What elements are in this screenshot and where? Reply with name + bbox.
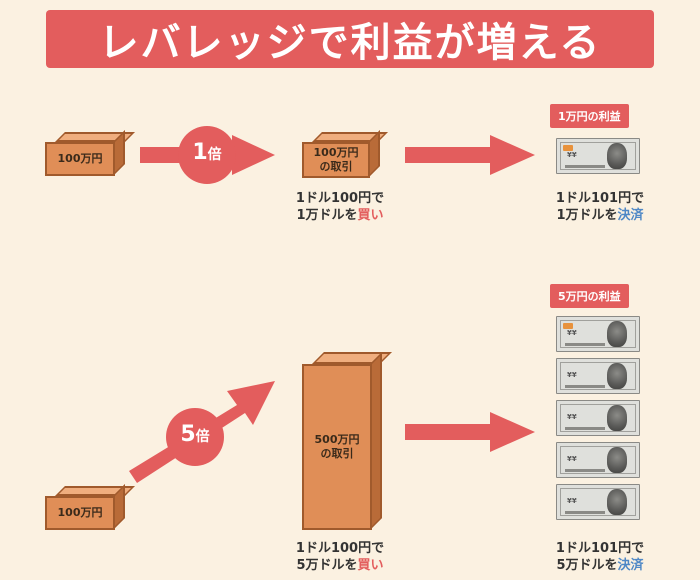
settle-word-2: 決済 — [617, 558, 644, 573]
multiplier-1-number: 1 — [192, 140, 208, 165]
trade-box-1-line1: 100万円 — [313, 146, 359, 160]
yen-banknote-icon: ¥¥ — [556, 442, 640, 478]
multiplier-badge-2: 5 倍 — [166, 408, 224, 466]
buy-caption-2-line1: 1ドル100円で — [295, 541, 385, 556]
yen-banknote-icon: ¥¥ — [556, 400, 640, 436]
yen-banknote-icon: ¥¥ — [556, 138, 640, 174]
source-box-1-label: 100万円 — [57, 152, 103, 166]
multiplier-2-number: 5 — [180, 422, 196, 447]
settle-caption-1-prefix: 1万ドルを — [556, 208, 618, 223]
buy-caption-1-line1: 1ドル100円で — [295, 191, 385, 206]
buy-caption-2-prefix: 5万ドルを — [296, 558, 358, 573]
buy-caption-1: 1ドル100円で 1万ドルを買い — [270, 190, 410, 224]
buy-word-1: 買い — [357, 208, 384, 223]
profit-badge-1: 1万円の利益 — [550, 104, 629, 128]
trade-box-2-line1: 500万円 — [314, 433, 360, 447]
right-arrow-icon — [405, 135, 535, 175]
yen-banknote-icon: ¥¥ — [556, 484, 640, 520]
source-box-2-label: 100万円 — [57, 506, 103, 520]
buy-word-2: 買い — [357, 558, 384, 573]
trade-box-1-line2: の取引 — [319, 160, 353, 173]
trade-box-1: 100万円 の取引 — [302, 130, 388, 178]
multiplier-badge-1: 1 倍 — [178, 126, 236, 184]
yen-banknote-icon: ¥¥ — [556, 316, 640, 352]
settle-caption-2: 1ドル101円で 5万ドルを決済 — [530, 540, 670, 574]
yen-banknote-icon: ¥¥ — [556, 358, 640, 394]
buy-caption-1-prefix: 1万ドルを — [296, 208, 358, 223]
buy-caption-2: 1ドル100円で 5万ドルを買い — [270, 540, 410, 574]
settle-word-1: 決済 — [617, 208, 644, 223]
multiplier-1-unit: 倍 — [207, 147, 222, 163]
right-arrow-icon — [405, 412, 535, 452]
settle-caption-1-line1: 1ドル101円で — [555, 191, 645, 206]
trade-box-2-line2: の取引 — [320, 447, 354, 460]
title-banner: レバレッジで利益が増える — [46, 10, 654, 68]
multiplier-2-unit: 倍 — [195, 429, 210, 445]
source-box-2: 100万円 — [45, 484, 135, 530]
source-box-1: 100万円 — [45, 130, 135, 176]
settle-caption-2-prefix: 5万ドルを — [556, 558, 618, 573]
settle-caption-2-line1: 1ドル101円で — [555, 541, 645, 556]
settle-caption-1: 1ドル101円で 1万ドルを決済 — [530, 190, 670, 224]
page-title: レバレッジで利益が増える — [98, 20, 602, 66]
profit-badge-2: 5万円の利益 — [550, 284, 629, 308]
trade-box-2: 500万円 の取引 — [302, 352, 392, 530]
